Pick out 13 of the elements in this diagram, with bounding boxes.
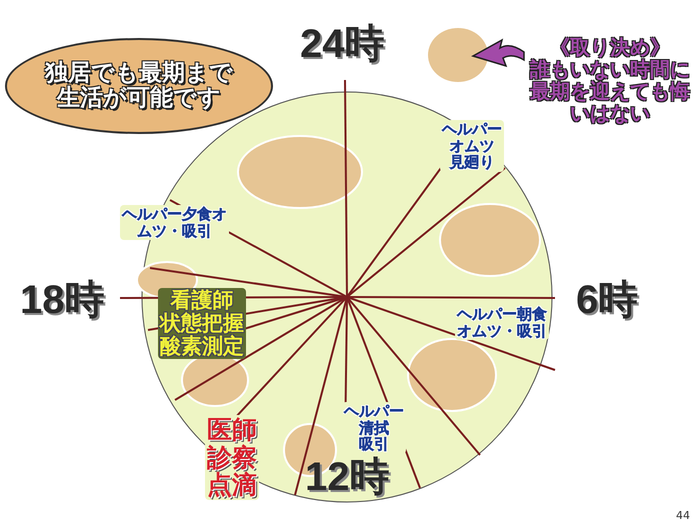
hour-label: 6時 — [576, 278, 638, 322]
care-label: ヘルパー清拭吸引 — [342, 402, 406, 454]
care-label: 医師診察点滴 — [205, 415, 259, 500]
title-oval: 独居でも最期まで生活が可能です — [5, 38, 273, 134]
care-label: 看護師状態把握酸素測定 — [158, 288, 246, 360]
hour-label: 18時 — [20, 278, 104, 322]
care-label: ヘルパー朝食オムツ・吸引 — [455, 305, 549, 340]
hour-label: 12時 — [305, 455, 390, 499]
hour-label: 24時 — [300, 22, 384, 66]
page-number: 44 — [676, 510, 690, 522]
legend-text: 《取り決め》誰もいない時間に最期を迎えても悔いはない — [530, 36, 690, 124]
care-label: ヘルパー夕食オムツ・吸引 — [120, 205, 229, 240]
care-label: ヘルパーオムツ見廻り — [440, 120, 504, 172]
